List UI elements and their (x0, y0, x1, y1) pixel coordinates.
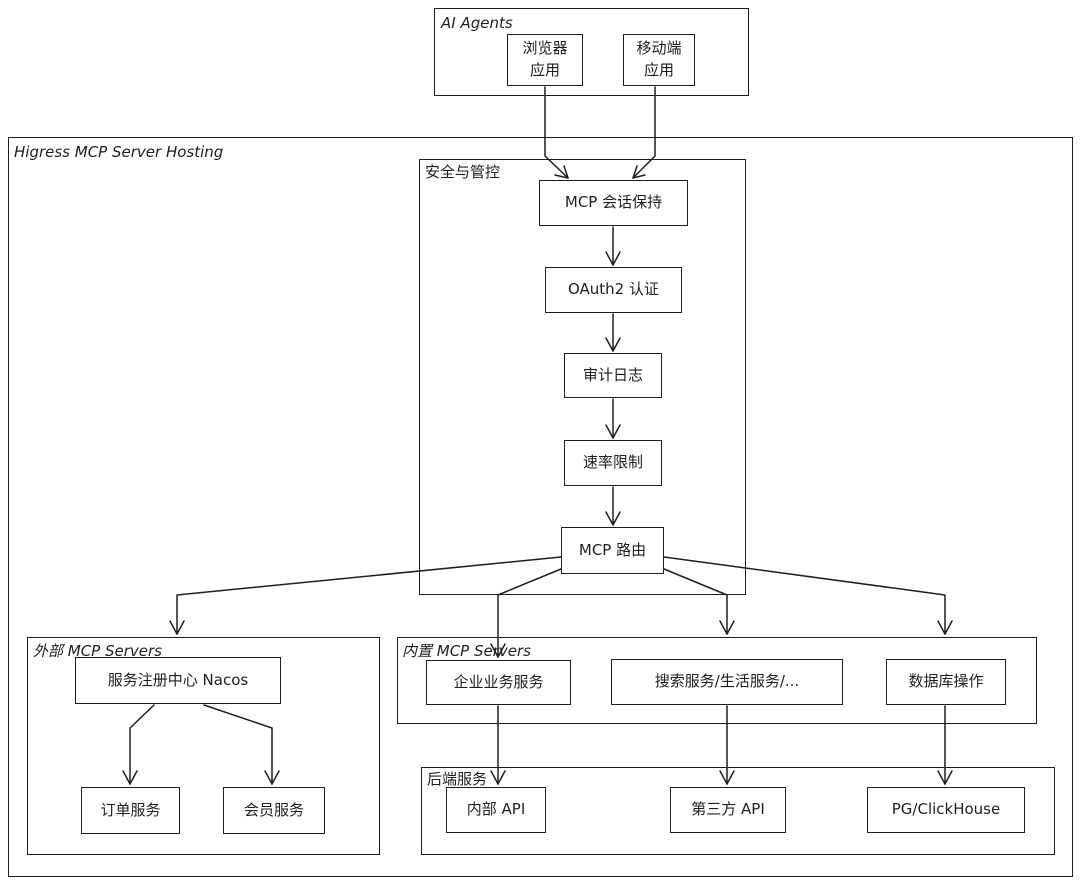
hosting-group (8, 137, 1073, 877)
mobile-app-label-line1: 移动端 (636, 39, 682, 58)
mcp-session-node: MCP 会话保持 (539, 180, 688, 226)
rate-limit-node: 速率限制 (564, 440, 662, 486)
pg-clickhouse-label: PG/ClickHouse (891, 800, 1001, 819)
browser-app-label-line2: 应用 (529, 61, 560, 79)
database-ops-label: 数据库操作 (908, 672, 984, 691)
oauth2-node: OAuth2 认证 (545, 267, 682, 313)
nacos-registry-label: 服务注册中心 Nacos (107, 670, 249, 689)
browser-app-node: 浏览器应用 (507, 34, 583, 86)
mobile-app-node: 移动端应用 (623, 34, 695, 86)
member-service-label: 会员服务 (243, 800, 304, 819)
third-party-api-node: 第三方 API (670, 787, 786, 833)
nacos-registry-node: 服务注册中心 Nacos (75, 657, 281, 704)
security-group (419, 159, 746, 595)
security-group-label: 安全与管控 (425, 163, 501, 181)
audit-log-label: 审计日志 (582, 365, 643, 384)
order-service-node: 订单服务 (81, 787, 180, 834)
internal-api-node: 内部 API (446, 787, 546, 833)
order-service-label: 订单服务 (100, 800, 161, 819)
mcp-router-node: MCP 路由 (561, 527, 664, 574)
external-mcp-group (27, 637, 380, 855)
internal-api-label: 内部 API (466, 800, 526, 819)
hosting-group-label: Higress MCP Server Hosting (14, 143, 224, 161)
enterprise-service-label: 企业业务服务 (453, 672, 544, 691)
oauth2-label: OAuth2 认证 (567, 280, 659, 299)
mcp-router-label: MCP 路由 (578, 540, 647, 559)
builtin-mcp-group (397, 637, 1037, 724)
ai-agents-group (434, 8, 749, 96)
database-ops-node: 数据库操作 (886, 659, 1006, 705)
audit-log-node: 审计日志 (564, 353, 662, 398)
backend-group (421, 767, 1055, 855)
backend-group-label: 后端服务 (427, 770, 488, 788)
third-party-api-label: 第三方 API (691, 800, 765, 819)
enterprise-service-node: 企业业务服务 (426, 660, 571, 705)
search-service-node: 搜索服务/生活服务/... (611, 659, 843, 705)
member-service-node: 会员服务 (223, 787, 325, 834)
mcp-session-label: MCP 会话保持 (564, 193, 663, 212)
rate-limit-label: 速率限制 (582, 453, 643, 472)
mobile-app-label-line2: 应用 (643, 61, 674, 79)
ai-agents-group-label: AI Agents (441, 14, 513, 32)
search-service-label: 搜索服务/生活服务/... (654, 672, 800, 691)
builtin-mcp-group-label: 内置 MCP Servers (402, 642, 532, 660)
browser-app-label-line1: 浏览器 (522, 39, 568, 58)
pg-clickhouse-node: PG/ClickHouse (867, 787, 1025, 833)
external-mcp-group-label: 外部 MCP Servers (33, 642, 163, 660)
